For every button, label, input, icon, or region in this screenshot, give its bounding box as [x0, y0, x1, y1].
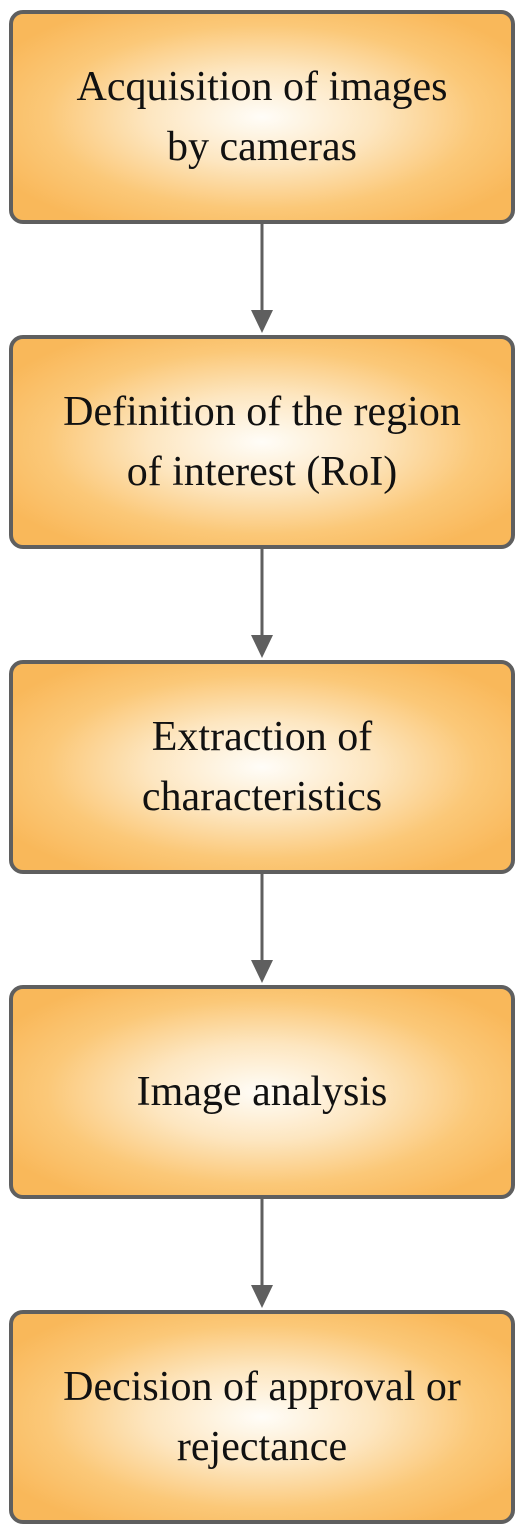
arrow-4-head [251, 1285, 273, 1308]
arrow-3-head [251, 960, 273, 983]
step-decision-box: Decision of approval or rejectance [9, 1310, 515, 1524]
step-feature-extraction-box: Extraction of characteristics [9, 660, 515, 874]
step-image-analysis-box: Image analysis [9, 985, 515, 1199]
step-decision-label: Decision of approval or rejectance [63, 1364, 461, 1470]
step-acquisition-box: Acquisition of images by cameras [9, 10, 515, 224]
step-image-analysis-label: Image analysis [136, 1069, 388, 1115]
step-acquisition-label: Acquisition of images by cameras [76, 64, 448, 170]
arrow-2-head [251, 635, 273, 658]
step-roi-definition-box: Definition of the region of interest (Ro… [9, 335, 515, 549]
step-feature-extraction-label: Extraction of characteristics [141, 714, 383, 820]
step-roi-definition-label: Definition of the region of interest (Ro… [63, 389, 461, 495]
arrow-1-head [251, 310, 273, 333]
